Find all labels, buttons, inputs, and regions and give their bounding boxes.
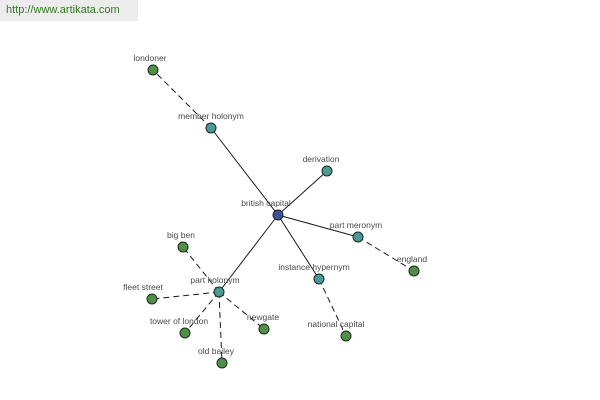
edge-part-holonym-to-old-bailey bbox=[218, 291, 223, 364]
edges-layer bbox=[151, 69, 415, 364]
node-label-fleet-street: fleet street bbox=[123, 282, 163, 292]
node-label-londoner: londoner bbox=[133, 53, 166, 63]
edge-part-holonym-to-newgate bbox=[218, 291, 265, 330]
node-derivation[interactable] bbox=[321, 165, 333, 177]
edge-part-meronym-to-england bbox=[357, 236, 415, 272]
edge-british-capital-to-derivation bbox=[277, 170, 328, 216]
site-url-banner: http://www.artikata.com bbox=[0, 0, 138, 21]
edge-british-capital-to-part-meronym bbox=[277, 214, 359, 238]
node-big-ben[interactable] bbox=[177, 241, 189, 253]
edge-british-capital-to-instance-hypernym bbox=[277, 214, 320, 280]
edge-instance-hypernym-to-national-capital bbox=[318, 278, 347, 337]
node-label-big-ben: big ben bbox=[167, 230, 195, 240]
node-instance-hypernym[interactable] bbox=[313, 273, 325, 285]
node-label-derivation: derivation bbox=[303, 154, 340, 164]
node-member-holonym[interactable] bbox=[205, 122, 217, 134]
node-label-tower-of-london: tower of london bbox=[150, 316, 208, 326]
labels-layer: british capital member holonym londoner der… bbox=[123, 53, 427, 356]
node-part-holonym[interactable] bbox=[213, 286, 225, 298]
node-british-capital[interactable] bbox=[272, 209, 284, 221]
node-label-part-meronym: part meronym bbox=[330, 220, 382, 230]
edge-part-holonym-to-tower-of-london bbox=[184, 291, 220, 334]
node-england[interactable] bbox=[408, 265, 420, 277]
edge-british-capital-to-member-holonym bbox=[210, 127, 279, 216]
edge-part-holonym-to-fleet-street bbox=[151, 291, 220, 300]
node-label-national-capital: national capital bbox=[308, 319, 365, 329]
node-label-instance-hypernym: instance hypernym bbox=[278, 262, 349, 272]
node-label-england: england bbox=[397, 254, 428, 264]
node-fleet-street[interactable] bbox=[146, 293, 158, 305]
node-tower-of-london[interactable] bbox=[179, 327, 191, 339]
edge-part-holonym-to-big-ben bbox=[182, 246, 220, 293]
nodes-layer bbox=[146, 64, 420, 369]
edge-british-capital-to-part-holonym bbox=[218, 214, 279, 293]
node-part-meronym[interactable] bbox=[352, 231, 364, 243]
node-label-newgate: newgate bbox=[247, 312, 279, 322]
node-londoner[interactable] bbox=[147, 64, 159, 76]
node-national-capital[interactable] bbox=[340, 330, 352, 342]
node-label-member-holonym: member holonym bbox=[178, 111, 244, 121]
node-label-old-bailey: old bailey bbox=[198, 346, 235, 356]
node-old-bailey[interactable] bbox=[216, 357, 228, 369]
node-label-part-holonym: part holonym bbox=[190, 275, 239, 285]
edge-member-holonym-to-londoner bbox=[152, 69, 212, 129]
node-newgate[interactable] bbox=[258, 323, 270, 335]
node-label-british-capital: british capital bbox=[241, 198, 291, 208]
site-url-link[interactable]: http://www.artikata.com bbox=[6, 4, 120, 16]
